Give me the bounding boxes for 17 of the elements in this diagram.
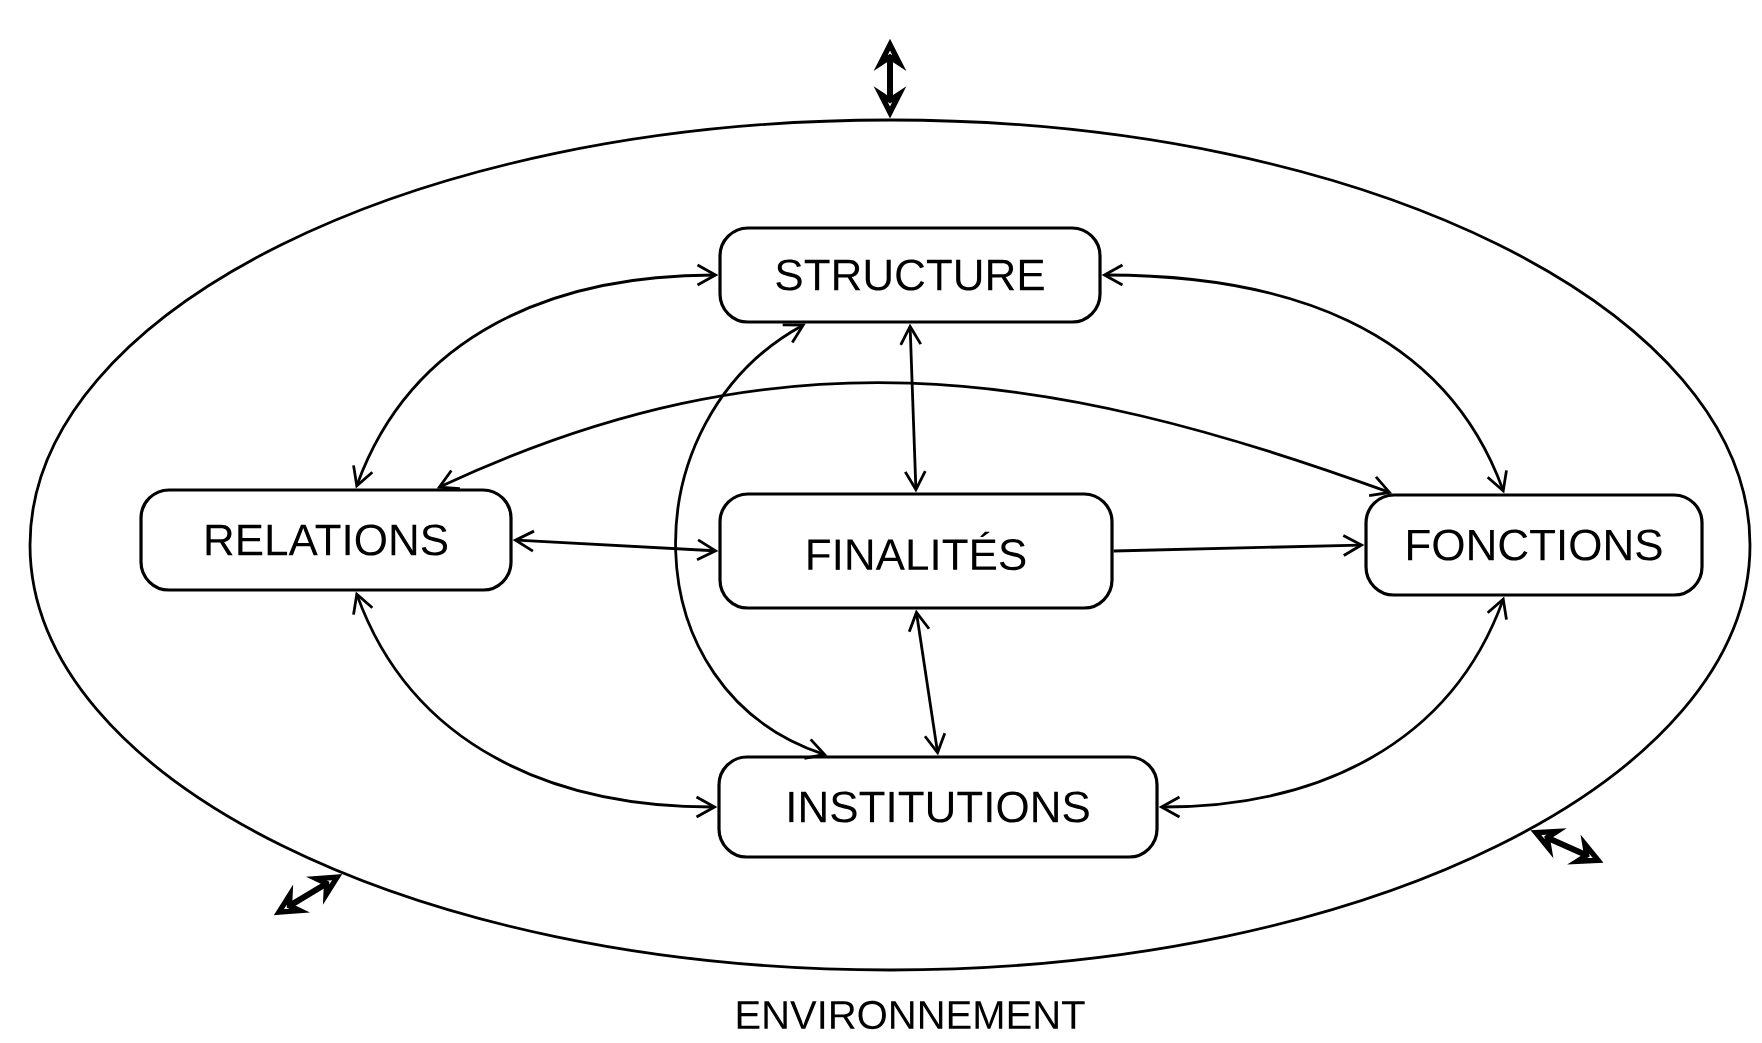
arrow — [436, 381, 1393, 498]
rounded-box: INSTITUTIONS — [717, 755, 1159, 859]
rounded-box: FINALITÉS — [718, 492, 1114, 610]
rounded-box: STRUCTURE — [718, 226, 1102, 324]
arrow — [674, 323, 828, 760]
system-ellipse — [28, 118, 1752, 972]
arrow — [1113, 534, 1365, 557]
arrow — [352, 591, 718, 819]
arrow — [512, 529, 719, 562]
arrow — [1158, 596, 1508, 819]
arrow — [907, 609, 947, 756]
rounded-box: RELATIONS — [139, 488, 513, 592]
environment-label: ENVIRONNEMENT — [737, 1000, 1085, 1030]
rounded-box: FONCTIONS — [1364, 493, 1704, 597]
arrow — [899, 323, 927, 493]
arrow — [1101, 263, 1508, 494]
arrow — [352, 263, 719, 489]
